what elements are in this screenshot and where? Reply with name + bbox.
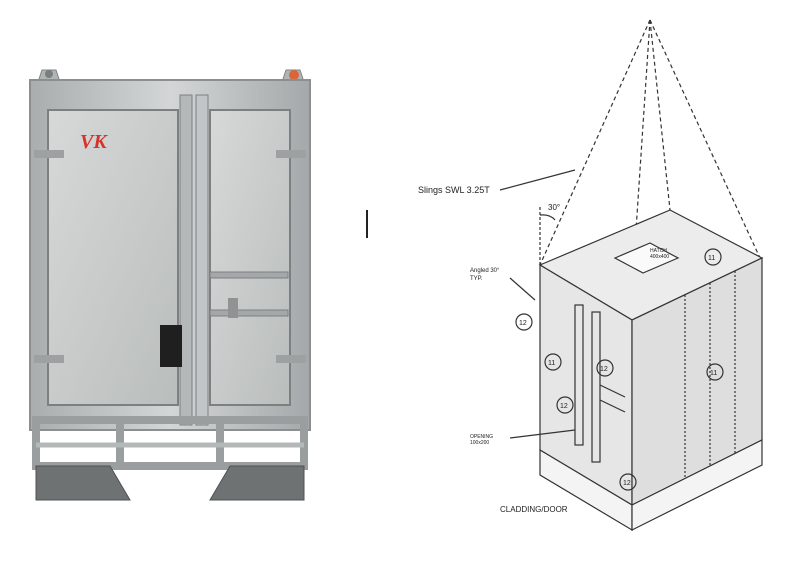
- hinge: [276, 355, 306, 363]
- brand-logo: VK: [80, 131, 108, 153]
- door-post: [591, 311, 601, 463]
- diagram-caption: CLADDING/DOOR: [500, 505, 568, 514]
- latch-bar: [209, 271, 289, 279]
- slings: [539, 19, 761, 321]
- hatch: [613, 242, 680, 274]
- hinge: [276, 150, 306, 158]
- callout-11: 11: [708, 255, 715, 262]
- center-post-left: [179, 94, 193, 426]
- angled-label-typ: TYP.: [470, 276, 483, 282]
- callout-11: 11: [548, 360, 555, 367]
- opening-label: OPENING: [470, 434, 493, 440]
- left-door-panel: [47, 109, 179, 406]
- hinge: [34, 150, 64, 158]
- callout-12: 12: [519, 320, 527, 327]
- opening-size: 100x200: [470, 440, 489, 446]
- divider: [366, 210, 368, 238]
- callout-12: 12: [623, 480, 631, 487]
- angle-label: 30°: [548, 203, 560, 212]
- angled-label: Angled 30°: [470, 268, 500, 274]
- latch-bar: [209, 309, 289, 317]
- hinge: [34, 355, 64, 363]
- door-post: [574, 304, 584, 446]
- lock-plate: [160, 325, 182, 367]
- forklift-skid-left: [35, 465, 131, 501]
- callout-12: 12: [560, 403, 568, 410]
- latch-handle: [228, 298, 238, 318]
- hatch-label: HATCH: [650, 248, 667, 254]
- technical-drawing: Slings SWL 3.25T 30° Angled 30° TYP. HAT…: [418, 19, 764, 532]
- forklift-skid-right: [209, 465, 305, 501]
- center-post-right: [195, 94, 209, 426]
- callout-12: 12: [600, 366, 608, 373]
- hatch-size: 400x400: [650, 254, 669, 260]
- slings-label: Slings SWL 3.25T: [418, 185, 490, 195]
- stillage-photo: VK: [29, 69, 311, 501]
- callout-11: 11: [710, 370, 717, 377]
